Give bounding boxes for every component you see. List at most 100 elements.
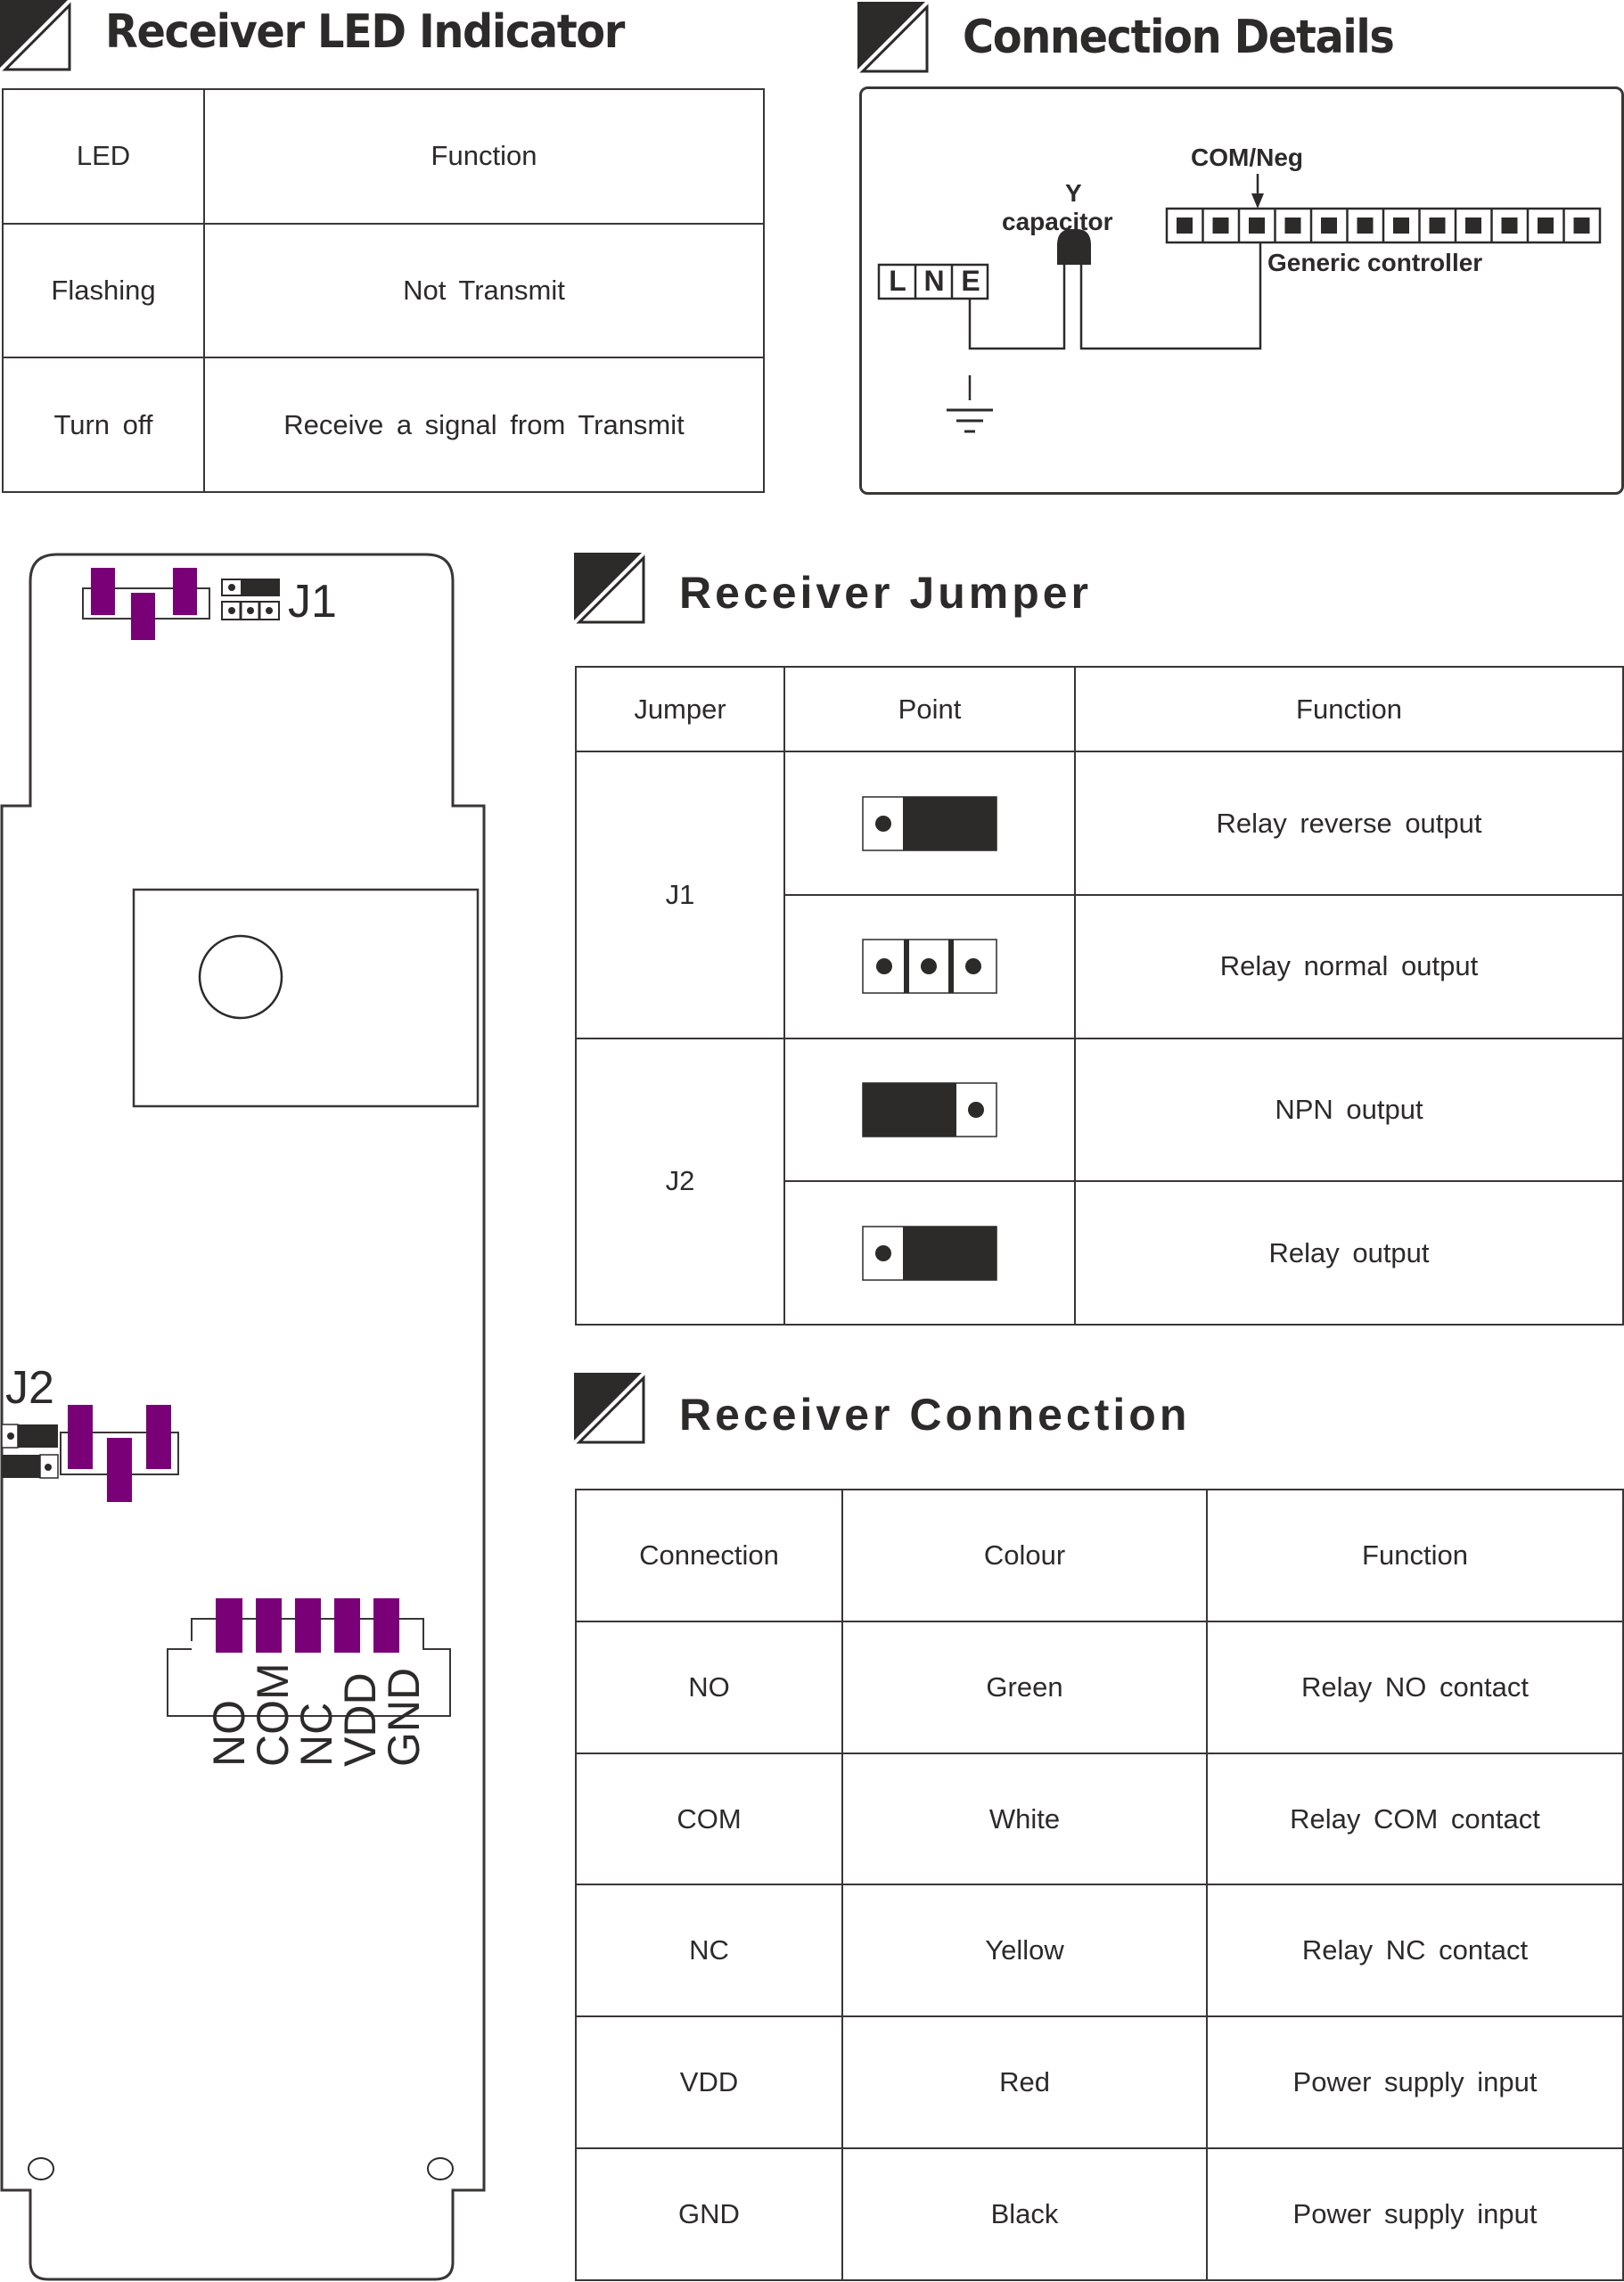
smd-pad [173, 568, 197, 615]
terminal-screw-icon [1357, 218, 1374, 234]
connection-name: GND [575, 2147, 843, 2281]
jumper-function: NPN output [1074, 1037, 1624, 1183]
wire-colour: Red [841, 2015, 1208, 2150]
section-corner-icon [574, 1373, 645, 1444]
terminal-screw-icon [1284, 218, 1301, 234]
table-header-row: Connection Colour Function [575, 1489, 1624, 1622]
header-led: LED [2, 88, 205, 225]
jumper-pins-2-3-shorted-icon [862, 1225, 997, 1281]
jumper-section-title: Receiver Jumper [679, 568, 1093, 618]
terminal-screw-icon [1212, 218, 1229, 234]
connection-function: Power supply input [1206, 2147, 1624, 2281]
led-window-icon [198, 934, 283, 1020]
smd-pad [146, 1405, 171, 1469]
terminal-n: N [923, 265, 945, 297]
com-terminal-screw-icon [1249, 218, 1265, 234]
terminal-screw-icon [1321, 218, 1337, 234]
lne-terminal-block [877, 263, 989, 300]
wire-colour: Black [841, 2147, 1208, 2281]
connection-function: Power supply input [1206, 2015, 1624, 2150]
terminal-screw-icon [1501, 218, 1518, 234]
header-function: Function [203, 88, 765, 225]
terminal-e: E [961, 265, 980, 297]
connection-function: Relay COM contact [1206, 1752, 1624, 1886]
pcb-outline [0, 553, 486, 2281]
jumper-function: Relay normal output [1074, 894, 1624, 1039]
led-state: Flashing [2, 222, 205, 359]
connection-name: COM [575, 1752, 843, 1886]
j2-jumper-header [1, 1424, 59, 1479]
j1-jumper-header [221, 579, 280, 620]
table-header-row: LED Function [2, 88, 765, 225]
terminal-screw-icon [1465, 218, 1481, 234]
wire-colour: Green [841, 1620, 1208, 1754]
table-row: Relay output [576, 1180, 1624, 1326]
table-row: NC Yellow Relay NC contact [575, 1884, 1624, 2018]
section-corner-icon [0, 0, 71, 71]
led-state: Turn off [2, 357, 205, 493]
header-connection: Connection [575, 1489, 843, 1622]
led-function: Receive a signal from Transmit [203, 357, 765, 493]
jumper-point-cell [783, 1037, 1076, 1183]
smd-pad [131, 593, 155, 640]
table-row: J2 NPN output [575, 1037, 1624, 1326]
com-neg-label: COM/Neg [1191, 144, 1303, 171]
terminal-l: L [889, 265, 906, 297]
header-point: Point [783, 665, 1076, 753]
capacitor-label-y: Y [1065, 179, 1082, 207]
mounting-hole-icon [28, 2157, 54, 2180]
jumper-table: Jumper Point Function J1 Relay reverse o… [575, 665, 1624, 1326]
header-jumper: Jumper [575, 665, 785, 753]
section-corner-icon [857, 2, 929, 73]
led-function: Not Transmit [203, 222, 765, 359]
table-row: COM White Relay COM contact [575, 1752, 1624, 1886]
capacitor-label: capacitor [1002, 208, 1113, 235]
connector-pin-gnd [373, 1598, 399, 1653]
connection-function: Relay NO contact [1206, 1620, 1624, 1754]
terminal-screw-icon [1538, 218, 1554, 234]
table-row: Turn off Receive a signal from Transmit [2, 357, 765, 493]
table-row: VDD Red Power supply input [575, 2015, 1624, 2150]
connector-pin-no [216, 1598, 242, 1653]
smd-pad [107, 1438, 132, 1502]
table-row: Flashing Not Transmit [2, 222, 765, 359]
header-function: Function [1206, 1489, 1624, 1622]
jumper-point-cell [783, 751, 1076, 897]
wire-colour: Yellow [841, 1884, 1208, 2018]
mounting-hole-icon [427, 2157, 454, 2180]
connection-details-title: Connection Details [963, 11, 1395, 64]
terminal-screw-icon [1429, 218, 1446, 234]
jumper-function: Relay reverse output [1074, 751, 1624, 897]
smd-pad [91, 568, 115, 615]
connector-pin-nc [295, 1598, 321, 1653]
jumper-pins-2-3-shorted-icon [862, 795, 997, 851]
table-header-row: Jumper Point Function [575, 665, 1624, 753]
table-row: NO Green Relay NO contact [575, 1620, 1624, 1754]
terminal-screw-icon [1177, 218, 1193, 234]
terminal-screw-icon [1393, 218, 1409, 234]
jumper-point-cell [783, 1180, 1076, 1326]
section-corner-icon [574, 553, 645, 624]
table-row: J1 Relay reverse output [575, 751, 1624, 1039]
led-section-title: Receiver LED Indicator [105, 5, 625, 59]
j2-label: J2 [5, 1362, 54, 1414]
led-table: LED Function Flashing Not Transmit Turn … [2, 88, 765, 493]
connection-function: Relay NC contact [1206, 1884, 1624, 2018]
table-row: Relay normal output [576, 894, 1624, 1039]
receiver-pcb-drawing: J1 J2 NO COM NC VDD GND [0, 544, 499, 2282]
header-colour: Colour [841, 1489, 1208, 1622]
connection-name: VDD [575, 2015, 843, 2150]
arrow-down-icon [1251, 174, 1264, 209]
controller-terminal-strip [1165, 207, 1602, 244]
jumper-point-cell [783, 894, 1076, 1039]
capacitor-body-icon [1057, 229, 1091, 265]
header-function: Function [1074, 665, 1624, 753]
generic-controller-label: Generic controller [1267, 249, 1483, 276]
terminal-screw-icon [1573, 218, 1590, 234]
connection-diagram: L N E Y capacitor COM/Neg Generic contro… [859, 86, 1624, 497]
jumper-function: Relay output [1074, 1180, 1624, 1326]
connector-pin-com [256, 1598, 282, 1653]
connection-name: NC [575, 1884, 843, 2018]
jumper-id: J2 [575, 1037, 785, 1326]
connection-name: NO [575, 1620, 843, 1754]
